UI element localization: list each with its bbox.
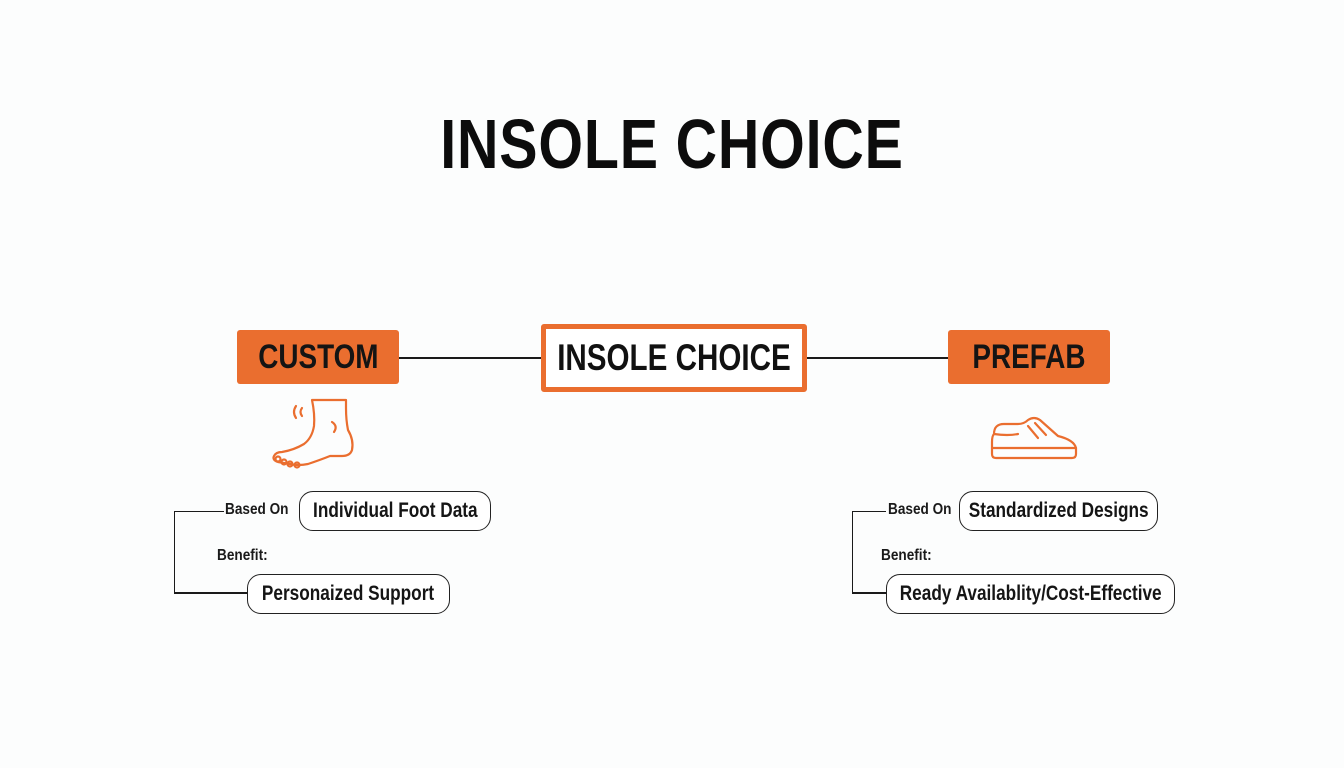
prefab-benefit-label: Benefit:	[881, 547, 932, 564]
custom-based-on-label: Based On	[225, 501, 289, 518]
custom-benefit-pill: Personaized Support	[247, 574, 450, 614]
connector-right	[807, 357, 948, 359]
prefab-benefit-value: Ready Availablity/Cost-Effective	[899, 582, 1162, 605]
custom-benefit-value: Personaized Support	[262, 582, 435, 605]
center-node-label: INSOLE CHOICE	[557, 337, 791, 378]
foot-icon	[272, 398, 354, 469]
custom-based-on-pill: Individual Foot Data	[299, 491, 491, 531]
custom-branch-bracket	[174, 511, 224, 594]
prefab-based-on-value: Standardized Designs	[968, 499, 1149, 522]
prefab-node: PREFAB	[948, 330, 1110, 384]
custom-node-label: CUSTOM	[257, 337, 379, 376]
custom-benefit-connector	[174, 592, 248, 594]
custom-based-on-value: Individual Foot Data	[312, 499, 478, 522]
prefab-node-label: PREFAB	[972, 337, 1086, 376]
custom-node: CUSTOM	[237, 330, 399, 384]
connector-left	[399, 357, 541, 359]
prefab-based-on-label: Based On	[888, 501, 952, 518]
sneaker-icon	[990, 416, 1078, 460]
page-title: INSOLE CHOICE	[440, 105, 904, 183]
prefab-benefit-pill: Ready Availablity/Cost-Effective	[886, 574, 1175, 614]
center-node: INSOLE CHOICE	[541, 324, 807, 392]
custom-benefit-label: Benefit:	[217, 547, 268, 564]
prefab-based-on-pill: Standardized Designs	[959, 491, 1158, 531]
prefab-benefit-connector	[852, 592, 886, 594]
prefab-branch-bracket	[852, 511, 886, 594]
